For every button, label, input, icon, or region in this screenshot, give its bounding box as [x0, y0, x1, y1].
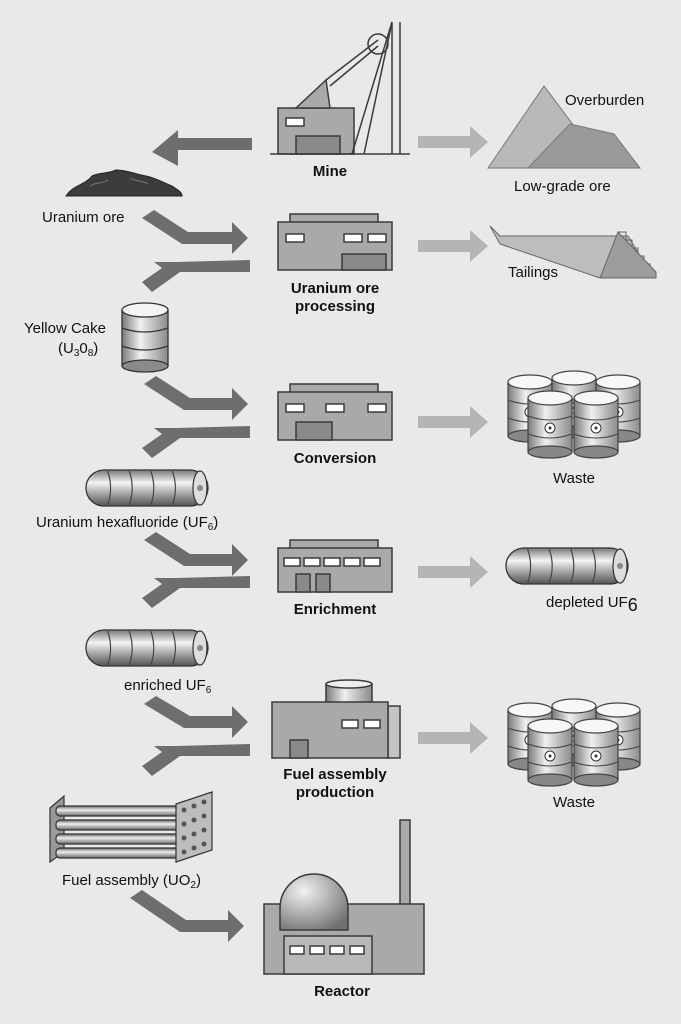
uf6-end: )	[213, 514, 219, 531]
processing-label-line1: Uranium ore	[290, 280, 380, 297]
yc-b: 0	[79, 340, 88, 357]
waste-label-2: Waste	[553, 794, 595, 811]
mine-label: Mine	[312, 163, 348, 180]
arrow-processing-to-tailings	[418, 230, 488, 262]
enrichment-label: Enrichment	[293, 601, 377, 618]
arrow-yellowcake-to-conversion	[144, 376, 248, 420]
fuel-production-line1: Fuel assembly	[283, 766, 387, 783]
arrow-conversion-to-waste	[418, 406, 488, 438]
yc-c: )	[93, 340, 99, 357]
uranium-hexafluoride-label: Uranium hexafluoride (UF6)	[36, 514, 219, 533]
fuel-production-label: Fuel assembly production	[265, 766, 405, 802]
yellow-cake-drum-icon	[121, 302, 169, 373]
enrichment-building-icon	[277, 539, 393, 593]
overburden-pile-icon	[487, 85, 642, 169]
waste-label-1: Waste	[553, 470, 595, 487]
arrow-ore-to-processing	[142, 210, 248, 254]
depleted-uf6-label: depleted UF6	[546, 592, 638, 615]
tailings-icon	[489, 225, 657, 279]
uranium-ore-label: Uranium ore	[42, 209, 125, 226]
uranium-ore-pile-icon	[65, 169, 183, 197]
yellow-cake-formula: (U308)	[58, 340, 99, 359]
fuel-assembly-label: Fuel assembly (UO2)	[62, 872, 201, 891]
enriched-uf6-label: enriched UF6	[124, 677, 212, 696]
enriched-uf6-cylinder-icon	[85, 629, 209, 667]
waste-barrels-icon-2	[507, 698, 641, 787]
arrow-enriched-to-fuel	[144, 696, 248, 738]
uf6-text: Uranium hexafluoride (UF	[36, 514, 208, 531]
waste-barrels-icon	[507, 370, 641, 459]
tailings-label: Tailings	[508, 264, 559, 281]
mine-icon	[270, 21, 410, 155]
conversion-label: Conversion	[293, 450, 377, 467]
arrow-enrichment-to-enriched	[142, 576, 250, 608]
yc-a-sub: 3	[73, 348, 80, 359]
processing-label: Uranium ore processing	[270, 280, 400, 316]
arrow-processing-to-yellowcake	[142, 260, 250, 292]
uf6-cylinder-icon	[85, 469, 209, 507]
enriched-text: enriched UF	[124, 677, 206, 694]
processing-label-line2: processing	[294, 298, 376, 315]
arrow-assembly-to-reactor	[130, 890, 244, 942]
arrow-fuel-to-waste	[418, 722, 488, 754]
fa-text: Fuel assembly (UO	[62, 872, 191, 889]
yellow-cake-label: Yellow Cake	[24, 320, 106, 337]
uf6-sub: 6	[207, 522, 214, 533]
yc-a: (U	[58, 340, 74, 357]
conversion-building-icon	[277, 383, 393, 441]
low-grade-ore-label: Low-grade ore	[514, 178, 611, 195]
fuel-assembly-icon	[49, 791, 213, 864]
fuel-production-line2: production	[295, 784, 375, 801]
arrow-uf6-to-enrichment	[144, 532, 248, 576]
arrow-conversion-to-uf6	[142, 426, 250, 458]
fa-end: )	[195, 872, 201, 889]
arrow-enrichment-to-depleted	[418, 556, 488, 588]
reactor-icon	[263, 819, 425, 975]
arrow-mine-to-overburden	[418, 126, 488, 158]
arrow-mine-to-ore	[152, 130, 252, 166]
fuel-production-building-icon	[271, 679, 401, 759]
reactor-label: Reactor	[314, 983, 370, 1000]
arrow-fuel-to-assembly	[142, 744, 250, 776]
overburden-label: Overburden	[565, 92, 645, 109]
processing-building-icon	[277, 213, 393, 271]
depleted-text: depleted UF	[546, 594, 628, 611]
yc-b-sub: 8	[87, 348, 94, 359]
fa-sub: 2	[190, 880, 196, 891]
depleted-sub: 6	[627, 595, 638, 615]
enriched-sub: 6	[205, 685, 212, 696]
depleted-uf6-cylinder-icon	[505, 547, 629, 585]
